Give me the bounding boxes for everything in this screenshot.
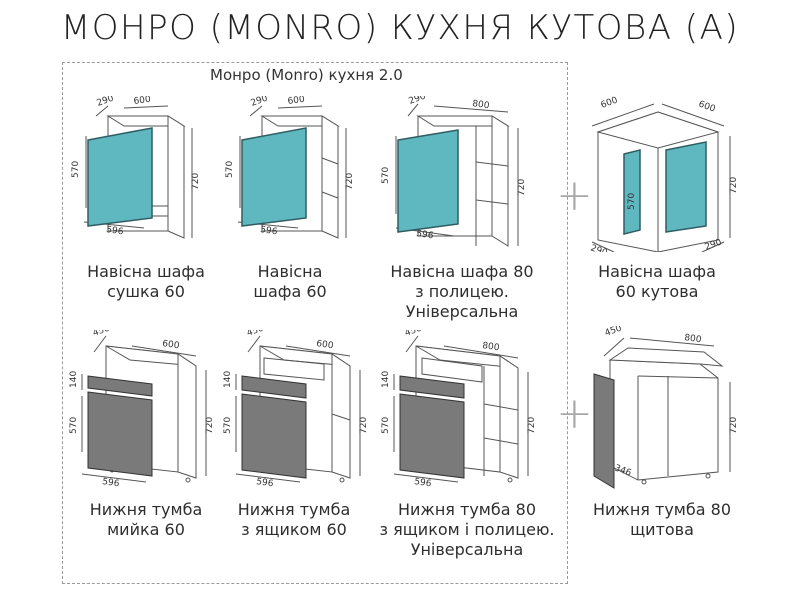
dim-width: 600 (287, 96, 306, 107)
caption-lower-panel-80: Нижня тумба 80 щитова (593, 500, 731, 539)
dim-width: 800 (472, 99, 491, 111)
upper-corner-cabinet-60-drawing: 600 600 720 570 290 290 (589, 95, 739, 252)
dim-depth: 450 (604, 326, 624, 339)
plus-sign-upper: + (556, 170, 593, 221)
dim-door-height: 570 (225, 161, 235, 178)
drawer-front (241, 375, 307, 399)
dim-width-right: 600 (697, 99, 717, 114)
dim-height: 720 (359, 417, 369, 434)
dim-height: 720 (729, 417, 739, 434)
caption-upper-corner-60: Навісна шафа 60 кутова (598, 262, 716, 301)
dim-top-height: 140 (69, 371, 79, 388)
door-panel (241, 127, 307, 227)
group-subtitle: Монро (Monro) кухня 2.0 (210, 66, 403, 84)
door-panel (397, 129, 459, 233)
dim-depth: 290 (250, 96, 270, 109)
monro-2-group-frame (62, 62, 568, 584)
lower-cabinet-drawer-60-drawing: 450 600 720 140 570 596 (223, 330, 369, 489)
door-panel (87, 127, 153, 227)
dim-depth: 290 (96, 96, 116, 109)
dim-height: 720 (729, 177, 739, 194)
dim-top-height: 140 (381, 371, 391, 388)
dim-door-height: 570 (627, 193, 637, 210)
door-panel-left (623, 149, 641, 235)
dim-width: 800 (684, 333, 703, 345)
dim-door-height: 570 (223, 417, 233, 434)
caption-lower-80-drawer-shelf: Нижня тумба 80 з ящиком і полицею. Уніве… (379, 500, 555, 559)
page-title: МОНРО (MONRO) КУХНЯ КУТОВА (А) (60, 8, 740, 48)
dim-depth: 450 (246, 330, 266, 339)
caption-upper-80-shelf: Навісна шафа 80 з полицею. Універсальна (390, 262, 534, 321)
caption-lower-drawer-60: Нижня тумба з ящиком 60 (237, 500, 351, 539)
upper-cabinet-60-drawing: 290 600 720 570 596 (225, 96, 355, 239)
dim-width: 600 (162, 339, 181, 351)
door-panel-right (665, 141, 707, 233)
upper-cabinet-drying-60-drawing: 290 600 720 570 596 (71, 96, 201, 239)
door-panel (241, 393, 307, 479)
dim-depth: 450 (404, 330, 424, 339)
dim-door-height: 570 (381, 417, 391, 434)
drawer-front (399, 375, 465, 399)
dim-width: 600 (316, 339, 335, 351)
dim-depth: 290 (408, 96, 428, 107)
side-panel (593, 373, 615, 489)
dim-door-height: 570 (381, 167, 391, 184)
plus-sign-lower: + (556, 388, 593, 439)
dim-width: 800 (482, 341, 501, 353)
lower-cabinet-80-drawer-shelf-drawing: 450 800 720 140 570 596 (381, 330, 537, 489)
dim-door-width: 596 (106, 225, 125, 237)
door-panel (87, 391, 153, 477)
top-panel (87, 375, 153, 397)
dim-depth: 450 (92, 330, 112, 339)
lower-corner-panel-80-drawing: 450 800 720 346 (593, 326, 739, 489)
dim-door-width: 596 (102, 477, 121, 489)
door-panel (399, 393, 465, 479)
dim-height: 720 (191, 173, 201, 190)
caption-upper-60: Навісна шафа 60 (253, 262, 327, 301)
dim-height: 720 (527, 417, 537, 434)
dim-depth-right: 290 (704, 237, 724, 252)
dim-door-height: 570 (71, 161, 81, 178)
dim-door-width: 596 (416, 229, 435, 241)
dim-door-height: 570 (69, 417, 79, 434)
dim-width: 600 (133, 96, 152, 107)
dim-height: 720 (345, 173, 355, 190)
dim-door-width: 596 (256, 477, 275, 489)
dim-height: 720 (517, 179, 527, 196)
caption-lower-sink-60: Нижня тумба мийка 60 (89, 500, 203, 539)
dim-depth-left: 290 (589, 243, 609, 252)
dim-width-left: 600 (600, 95, 620, 110)
dim-door-width: 596 (260, 225, 279, 237)
dim-height: 720 (205, 417, 215, 434)
dim-top-height: 140 (223, 371, 233, 388)
upper-cabinet-80-shelf-drawing: 290 800 720 570 596 (381, 96, 527, 247)
dim-door-width: 596 (414, 477, 433, 489)
caption-upper-drying-60: Навісна шафа сушка 60 (87, 262, 205, 301)
lower-cabinet-sink-60-drawing: 450 600 720 140 570 596 (69, 330, 215, 489)
